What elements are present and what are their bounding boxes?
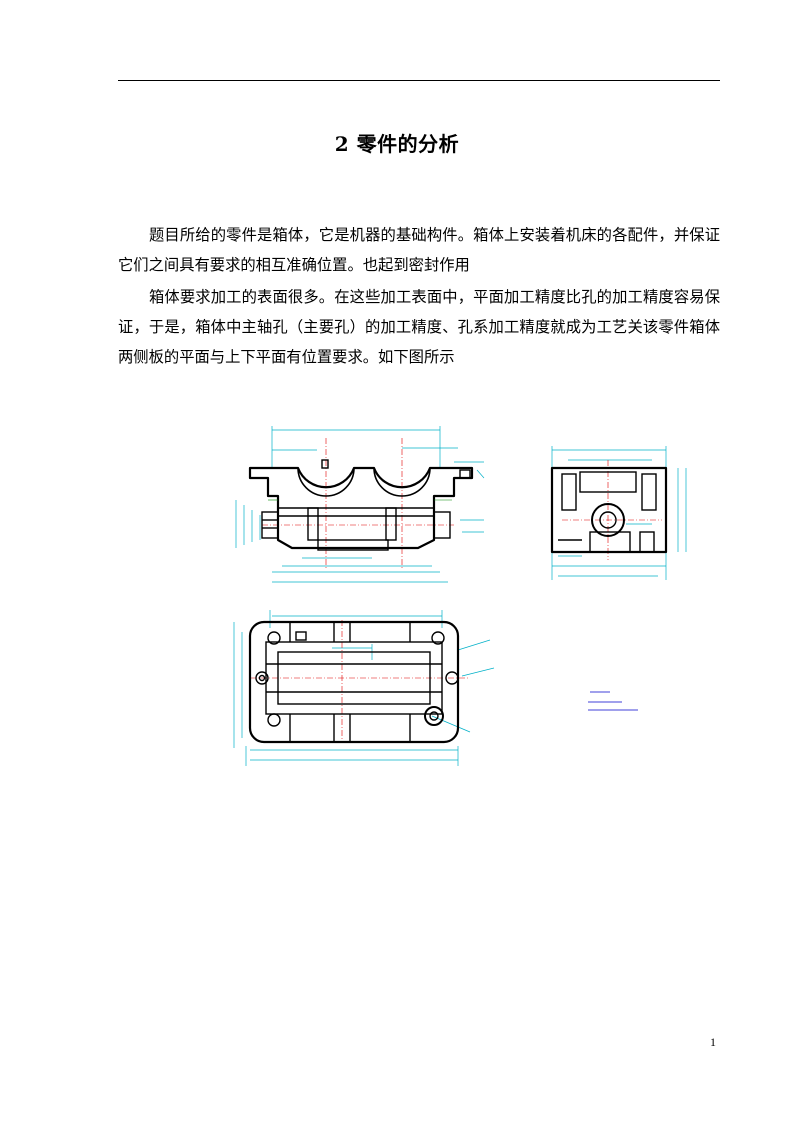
section-title: 2 零件的分析	[334, 132, 460, 156]
paragraph-1: 题目所给的零件是箱体，它是机器的基础构件。箱体上安装着机床的各配件，并保证它们之…	[118, 226, 720, 274]
page-number: 1	[710, 1035, 716, 1049]
paragraph-2: 箱体要求加工的表面很多。在这些加工表面中，平面加工精度比孔的加工精度容易保证，于…	[118, 288, 720, 366]
front-view	[235, 426, 485, 583]
top-view	[233, 610, 495, 766]
technical-notes	[588, 691, 638, 711]
engineering-drawing	[233, 426, 687, 766]
header-rule	[118, 80, 720, 81]
side-view	[550, 446, 687, 580]
